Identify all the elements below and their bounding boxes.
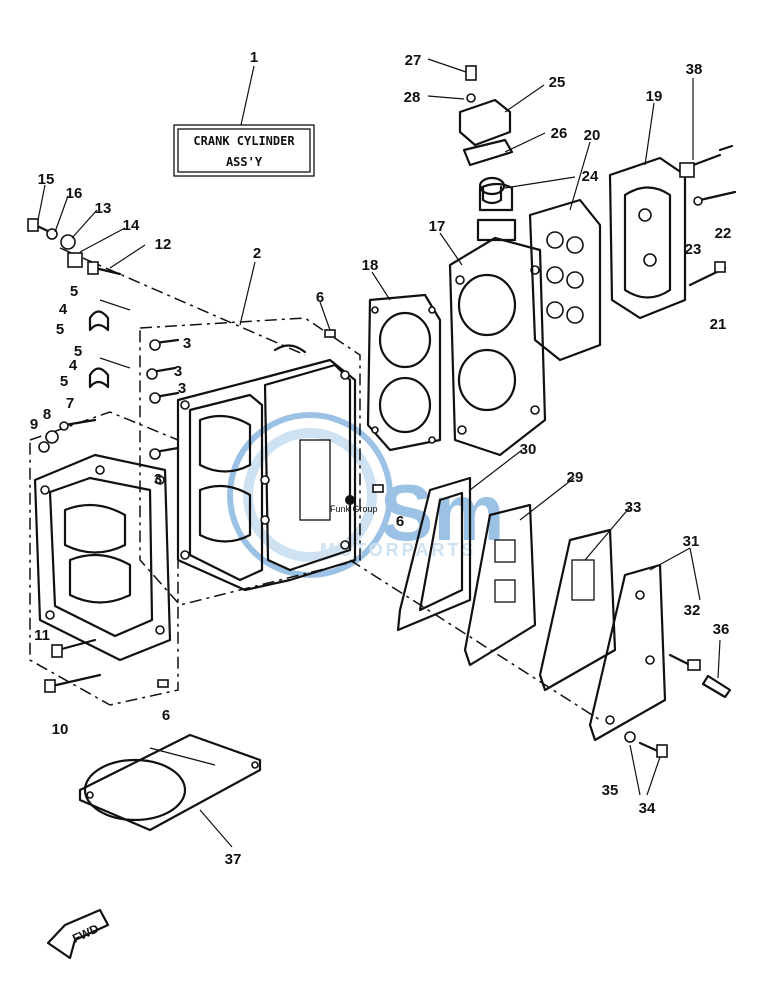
stamp-text: Funk Group [330, 504, 378, 514]
callout-31: 31 [683, 533, 700, 550]
callout-16: 16 [66, 185, 83, 202]
callout-26: 26 [551, 125, 568, 142]
head-gasket [366, 293, 442, 452]
leader-lines [37, 58, 721, 848]
callout-5: 5 [74, 343, 82, 360]
thermostat-assembly [458, 65, 514, 205]
cylinder-block [176, 344, 357, 592]
watermark-subtitle: MOTORPARTS [320, 540, 476, 560]
crankcase [33, 453, 172, 662]
callout-22: 22 [715, 225, 732, 242]
callout-5: 5 [56, 321, 64, 338]
assembly-title-box: CRANK CYLINDER ASS'Y [173, 65, 315, 177]
forward-arrow-indicator: FWD [46, 908, 110, 960]
callout-12: 12 [155, 236, 172, 253]
callout-23: 23 [685, 241, 702, 258]
callout-32: 32 [684, 602, 701, 619]
callout-9: 9 [30, 416, 38, 433]
exhaust-plates [396, 476, 667, 742]
assembly-dashed-outlines [29, 247, 601, 721]
cylinder-head [448, 182, 547, 457]
callout-8: 8 [43, 406, 51, 423]
callout-20: 20 [584, 127, 601, 144]
anode-and-bolts [624, 653, 732, 758]
callout-14: 14 [123, 217, 140, 234]
callout-29: 29 [567, 469, 584, 486]
base-gasket [78, 733, 262, 832]
callout-labels: 1 2 3 3 3 3 4 4 5 5 5 5 6 6 6 7 8 9 10 1… [30, 49, 732, 868]
callout-15: 15 [38, 171, 55, 188]
callout-10: 10 [52, 721, 69, 738]
fwd-label: FWD [70, 921, 101, 945]
callout-2: 2 [253, 245, 261, 262]
title-line-1: CRANK CYLINDER [193, 134, 295, 148]
callout-6: 6 [396, 513, 404, 530]
callout-6: 6 [162, 707, 170, 724]
sensor-and-bolts [678, 144, 737, 287]
head-cover [608, 156, 687, 320]
callout-4: 4 [59, 301, 68, 318]
callout-37: 37 [225, 851, 242, 868]
title-line-2: ASS'Y [226, 155, 263, 169]
callout-11: 11 [34, 627, 50, 644]
callout-3: 3 [178, 380, 186, 397]
fasteners [27, 218, 384, 693]
callout-34: 34 [639, 800, 656, 817]
callout-1: 1 [250, 49, 258, 66]
callout-30: 30 [520, 441, 537, 458]
callout-4: 4 [69, 357, 78, 374]
callout-33: 33 [625, 499, 642, 516]
callout-13: 13 [95, 200, 112, 217]
callout-6: 6 [316, 289, 324, 306]
callout-3: 3 [174, 363, 182, 380]
callout-24: 24 [582, 168, 599, 185]
head-cover-gasket [528, 198, 602, 362]
callout-28: 28 [404, 89, 421, 106]
watermark-logo: Sm MOTORPARTS [227, 412, 505, 578]
watermark-brand: Sm [380, 468, 505, 557]
callout-5: 5 [60, 373, 68, 390]
bearings [88, 299, 131, 389]
callout-5: 5 [70, 283, 78, 300]
callout-3: 3 [154, 471, 162, 488]
callout-27: 27 [405, 52, 422, 69]
callout-19: 19 [646, 88, 663, 105]
callout-35: 35 [602, 782, 619, 799]
callout-25: 25 [549, 74, 566, 91]
callout-18: 18 [362, 257, 379, 274]
callout-17: 17 [429, 218, 446, 235]
callout-7: 7 [66, 395, 74, 412]
callout-38: 38 [686, 61, 703, 78]
callout-3: 3 [183, 335, 191, 352]
callout-36: 36 [713, 621, 730, 638]
callout-21: 21 [710, 316, 727, 333]
